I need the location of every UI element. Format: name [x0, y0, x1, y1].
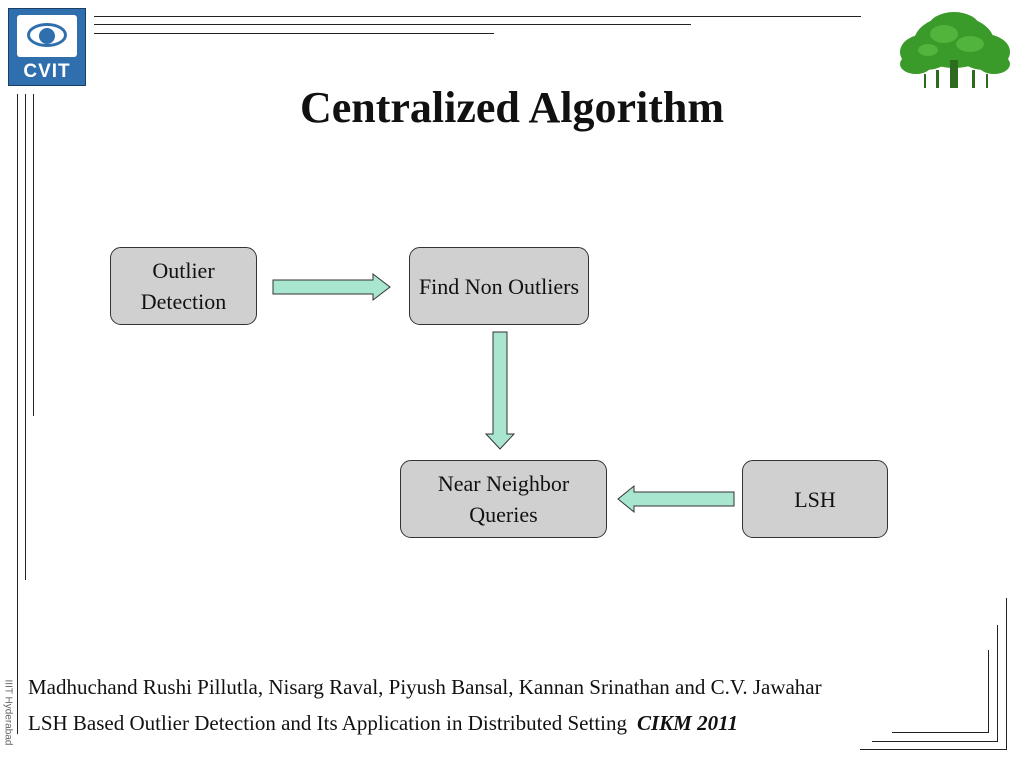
logo-text: CVIT	[23, 61, 71, 82]
right-rule	[988, 650, 989, 732]
left-rule	[33, 94, 34, 416]
tree-logo	[900, 12, 1010, 88]
cvit-logo: CVIT	[8, 8, 86, 86]
header-rule	[94, 16, 861, 17]
left-rule	[25, 94, 26, 580]
footer-rule	[872, 741, 998, 742]
arrow-left	[617, 484, 735, 514]
footer-paper-title: LSH Based Outlier Detection and Its Appl…	[28, 711, 627, 735]
slide-title: Centralized Algorithm	[299, 83, 725, 132]
right-rule	[1006, 598, 1007, 750]
eye-icon	[17, 15, 77, 57]
footer-venue: CIKM 2011	[637, 711, 738, 735]
header-rule	[94, 24, 691, 25]
footer-rule	[892, 732, 989, 733]
node-lsh: LSH	[742, 460, 888, 538]
header-rule	[94, 33, 494, 34]
footer-rule	[860, 749, 1007, 750]
node-near-neighbor-queries: Near Neighbor Queries	[400, 460, 607, 538]
footer-authors: Madhuchand Rushi Pillutla, Nisarg Raval,…	[28, 675, 822, 699]
right-rule	[997, 625, 998, 741]
side-label: IIIT Hyderabad	[2, 679, 14, 746]
footer-paper-line: LSH Based Outlier Detection and Its Appl…	[28, 711, 738, 736]
node-outlier-detection: Outlier Detection	[110, 247, 257, 325]
node-find-non-outliers: Find Non Outliers	[409, 247, 589, 325]
arrow-down	[484, 331, 516, 450]
arrow-right	[272, 272, 391, 302]
left-rule	[17, 94, 18, 734]
